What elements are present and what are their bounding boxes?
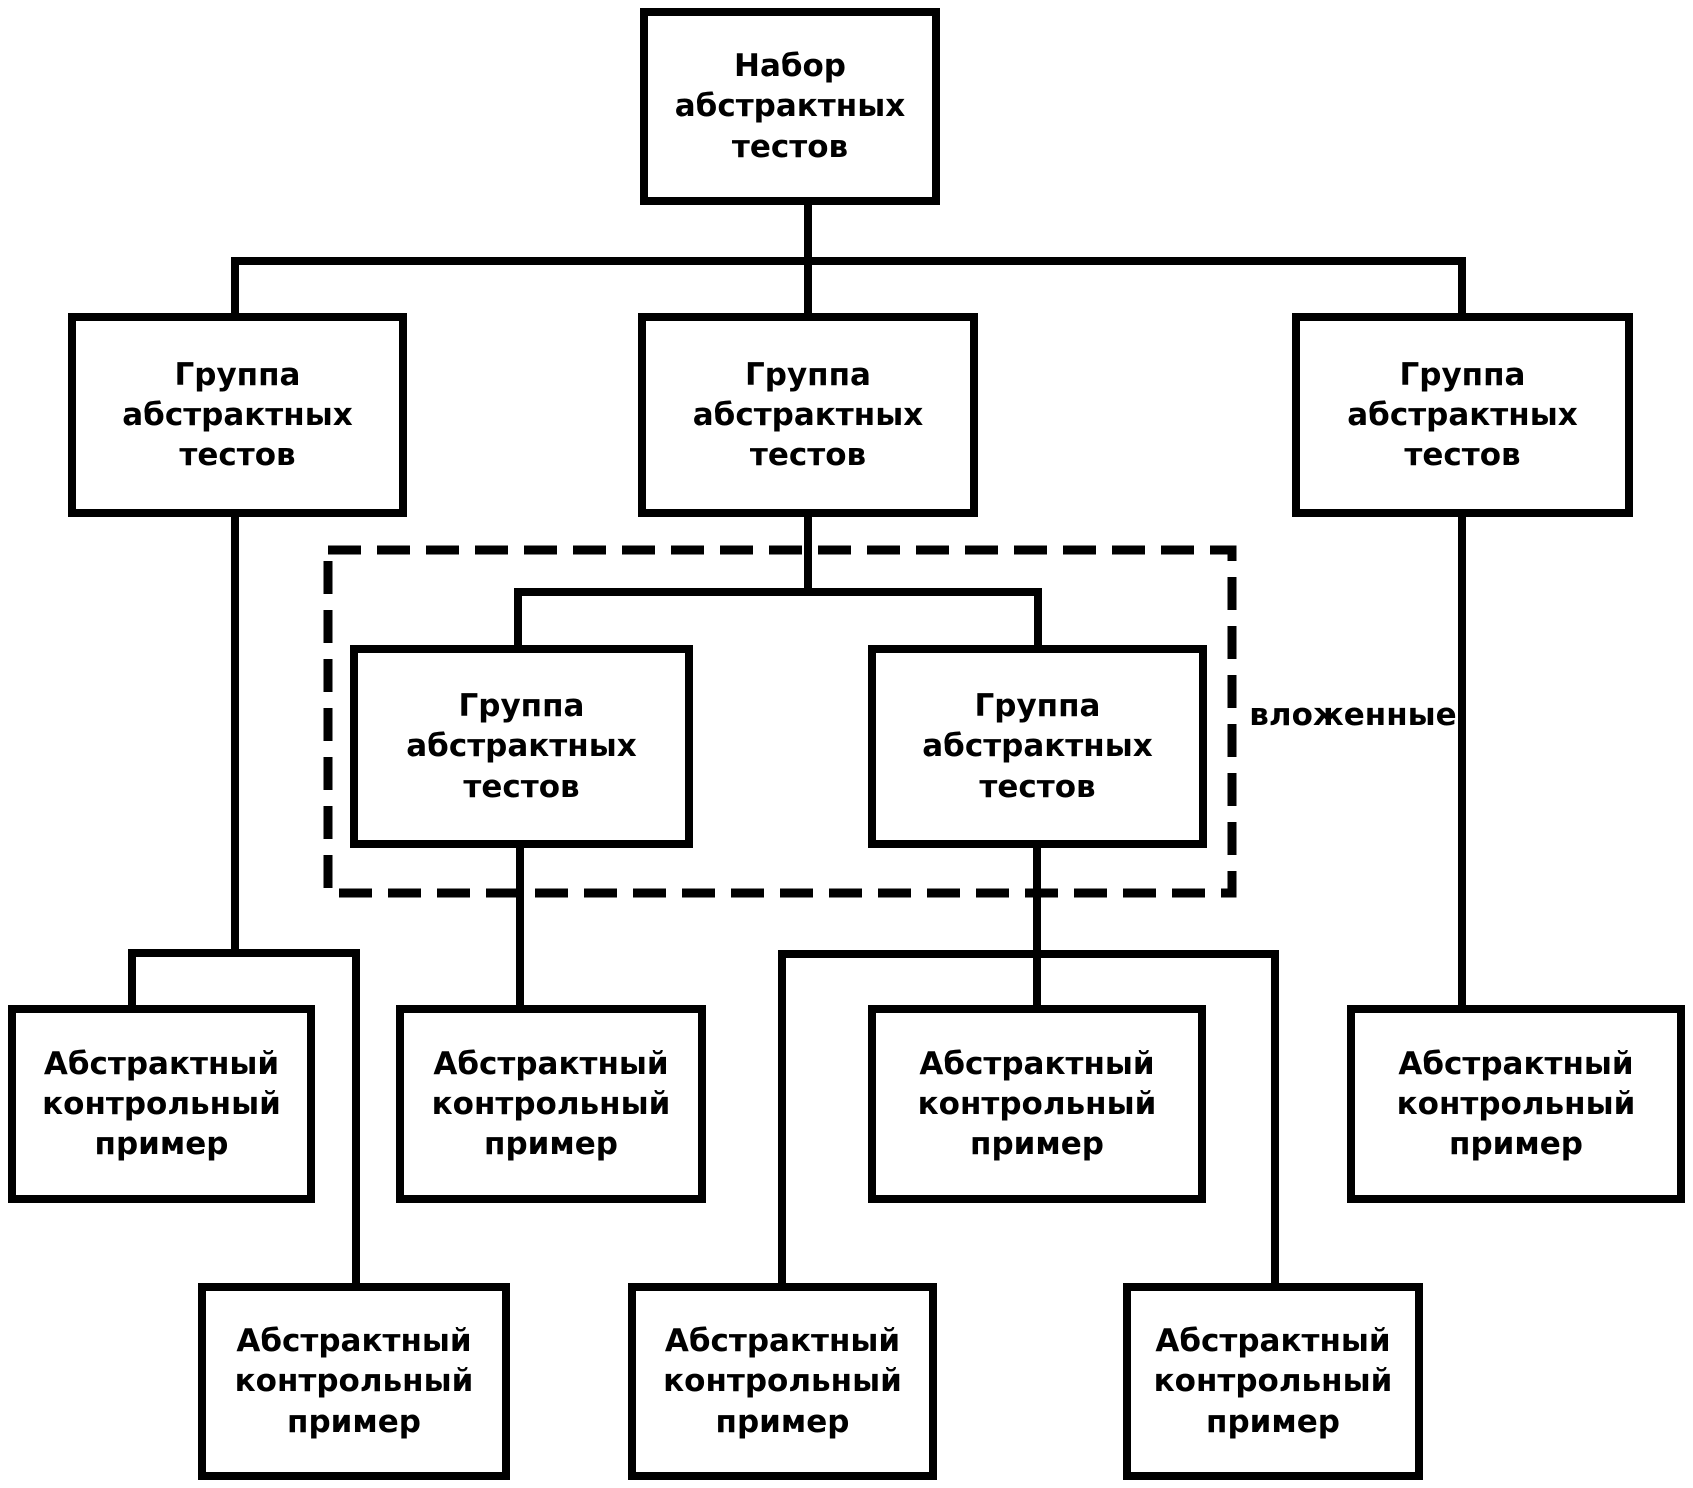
- node-case-3-label: Абстрактный контрольный пример: [917, 1045, 1157, 1163]
- node-case-1-label: Абстрактный контрольный пример: [42, 1045, 281, 1163]
- node-case-5-label: Абстрактный контрольный пример: [234, 1323, 474, 1440]
- node-case-4-label: Абстрактный контрольный пример: [1396, 1045, 1636, 1163]
- node-case-5: Абстрактный контрольный пример: [198, 1283, 510, 1480]
- node-case-2-label: Абстрактный контрольный пример: [431, 1045, 671, 1163]
- connector-group-right-down: [1458, 515, 1466, 1009]
- node-group-mid-label: Группа абстрактных тестов: [692, 356, 924, 474]
- node-nested-group-2-label: Группа абстрактных тестов: [922, 688, 1153, 805]
- connector-mid-tee: [778, 950, 1279, 958]
- connector-row1-horizontal: [231, 257, 1466, 265]
- connector-nested1-down: [516, 845, 524, 1009]
- node-root: Набор абстрактных тестов: [640, 8, 940, 205]
- connector-drop-group-left: [231, 257, 239, 317]
- connector-drop-case5: [352, 949, 360, 1287]
- node-case-2: Абстрактный контрольный пример: [396, 1005, 706, 1203]
- connector-drop-nested1: [514, 588, 522, 649]
- node-case-6-label: Абстрактный контрольный пример: [663, 1323, 902, 1440]
- node-nested-group-1: Группа абстрактных тестов: [350, 645, 693, 848]
- connector-drop-case1: [128, 949, 136, 1009]
- node-case-3: Абстрактный контрольный пример: [868, 1005, 1206, 1203]
- connector-nested-horizontal: [514, 588, 1042, 596]
- node-nested-group-1-label: Группа абстрактных тестов: [406, 688, 637, 805]
- node-group-right: Группа абстрактных тестов: [1292, 313, 1633, 517]
- connector-drop-case6: [778, 950, 786, 1287]
- connector-drop-group-right: [1458, 257, 1466, 317]
- connector-left-tee: [128, 949, 360, 957]
- connector-drop-case7: [1271, 950, 1279, 1287]
- node-case-1: Абстрактный контрольный пример: [8, 1005, 315, 1203]
- nested-groups-dashed-outline: [323, 545, 1237, 898]
- node-case-6: Абстрактный контрольный пример: [628, 1283, 937, 1480]
- connector-drop-nested2: [1034, 588, 1042, 649]
- node-case-7: Абстрактный контрольный пример: [1123, 1283, 1423, 1480]
- node-group-left: Группа абстрактных тестов: [68, 313, 407, 517]
- node-root-label: Набор абстрактных тестов: [674, 48, 906, 165]
- connector-nested2-down: [1033, 845, 1041, 1009]
- node-group-mid: Группа абстрактных тестов: [638, 313, 978, 517]
- nested-annotation-label: вложенные: [1249, 697, 1457, 733]
- node-case-4: Абстрактный контрольный пример: [1347, 1005, 1685, 1203]
- node-nested-group-2: Группа абстрактных тестов: [868, 645, 1207, 848]
- node-case-7-label: Абстрактный контрольный пример: [1153, 1323, 1393, 1440]
- node-group-right-label: Группа абстрактных тестов: [1347, 356, 1578, 474]
- node-group-left-label: Группа абстрактных тестов: [122, 356, 353, 474]
- connector-group-left-down: [231, 515, 239, 957]
- connector-group-mid-down: [804, 515, 812, 596]
